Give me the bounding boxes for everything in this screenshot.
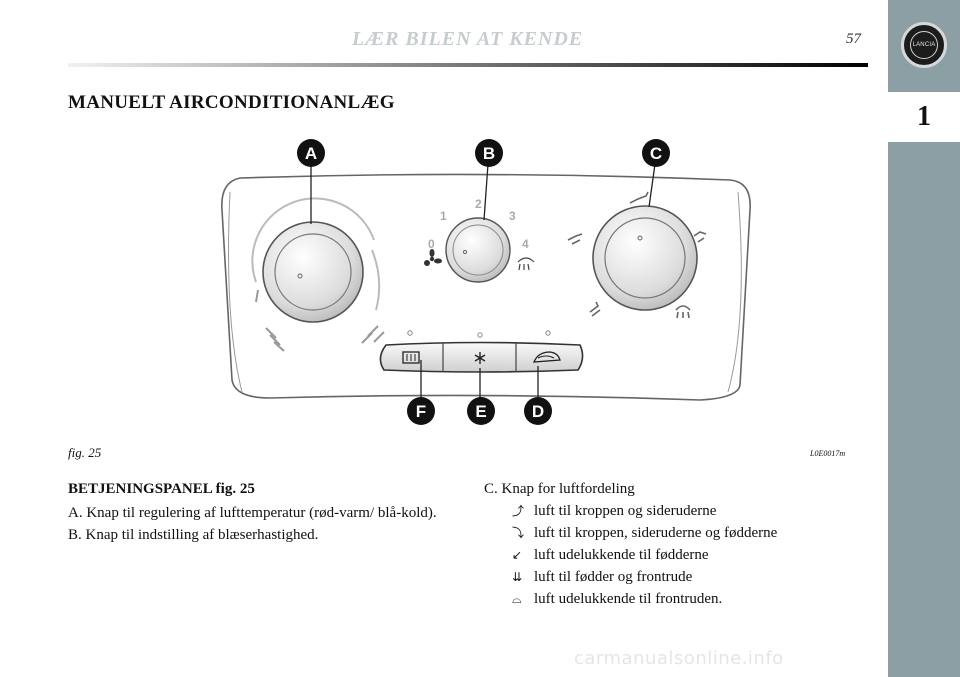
defrost-small-icon (517, 257, 535, 271)
left-column: BETJENINGSPANEL fig. 25 A. Knap til regu… (68, 478, 438, 546)
vent-row-3: ↙luft udelukkende til fødderne (484, 544, 854, 566)
windscreen-defrost-icon: ⌓ (512, 592, 522, 606)
right-column: C. Knap for luftfordeling ⤴luft til krop… (484, 478, 854, 610)
svg-text:A: A (305, 144, 317, 163)
vent-mode-icons (567, 191, 707, 319)
callout-e: E (467, 397, 495, 425)
svg-text:B: B (483, 144, 495, 163)
section-title: MANUELT AIRCONDITIONANLÆG (68, 92, 395, 113)
figure-code: L0E0017m (810, 449, 846, 458)
fan-speed-knob[interactable] (445, 217, 511, 283)
callout-a: A (297, 139, 325, 167)
callout-f: F (407, 397, 435, 425)
vent-row-4: ⇊luft til fødder og frontrude (484, 566, 854, 588)
chapter-sidebar: LANCIA 1 (888, 0, 960, 677)
temperature-knob[interactable] (251, 197, 385, 352)
fan-icon (424, 249, 442, 266)
feet-windscreen-vent-icon: ⇊ (512, 570, 523, 584)
fan-scale-1: 1 (440, 209, 447, 223)
svg-text:E: E (475, 402, 486, 421)
vent-row-5: ⌓luft udelukkende til frontruden. (484, 588, 854, 610)
fan-scale-4: 4 (522, 237, 529, 251)
lancia-logo-text: LANCIA (910, 31, 938, 59)
svg-text:D: D (532, 402, 544, 421)
callout-d: D (524, 397, 552, 425)
recirculation-button[interactable] (533, 351, 561, 363)
page-number: 57 (846, 31, 861, 47)
vent-row-1: ⤴luft til kroppen og sideruderne (484, 500, 854, 522)
body-feet-vent-icon: ⤵ (512, 526, 525, 540)
fan-scale-2: 2 (475, 197, 482, 211)
svg-text:C: C (650, 144, 662, 163)
header-rule (68, 63, 868, 67)
ac-snowflake-button[interactable] (474, 352, 486, 364)
air-distribution-knob[interactable] (592, 205, 698, 311)
callout-b: B (475, 139, 503, 167)
svg-text:F: F (416, 402, 426, 421)
body-vent-icon: ⤴ (512, 504, 525, 518)
item-b: B. Knap til indstilling af blæserhastigh… (68, 527, 319, 543)
callout-c: C (642, 139, 670, 167)
figure-caption: fig. 25 (68, 445, 102, 460)
control-panel-figure: 0 1 2 3 4 (221, 139, 751, 425)
fan-scale-3: 3 (509, 209, 516, 223)
fan-scale-0: 0 (428, 237, 435, 251)
watermark: carmanualsonline.info (574, 648, 784, 669)
vent-row-2: ⤵luft til kroppen, sideruderne og fødder… (484, 522, 854, 544)
panel-heading: BETJENINGSPANEL fig. 25 (68, 481, 255, 497)
feet-vent-icon: ↙ (512, 548, 523, 562)
running-header: LÆR BILEN AT KENDE (352, 28, 584, 50)
lancia-logo: LANCIA (901, 22, 947, 68)
rear-defrost-button[interactable] (402, 351, 420, 364)
chapter-tab[interactable]: 1 (888, 92, 960, 142)
item-c: C. Knap for luftfordeling (484, 481, 635, 497)
item-a: A. Knap til regulering af lufttemperatur… (68, 505, 437, 521)
